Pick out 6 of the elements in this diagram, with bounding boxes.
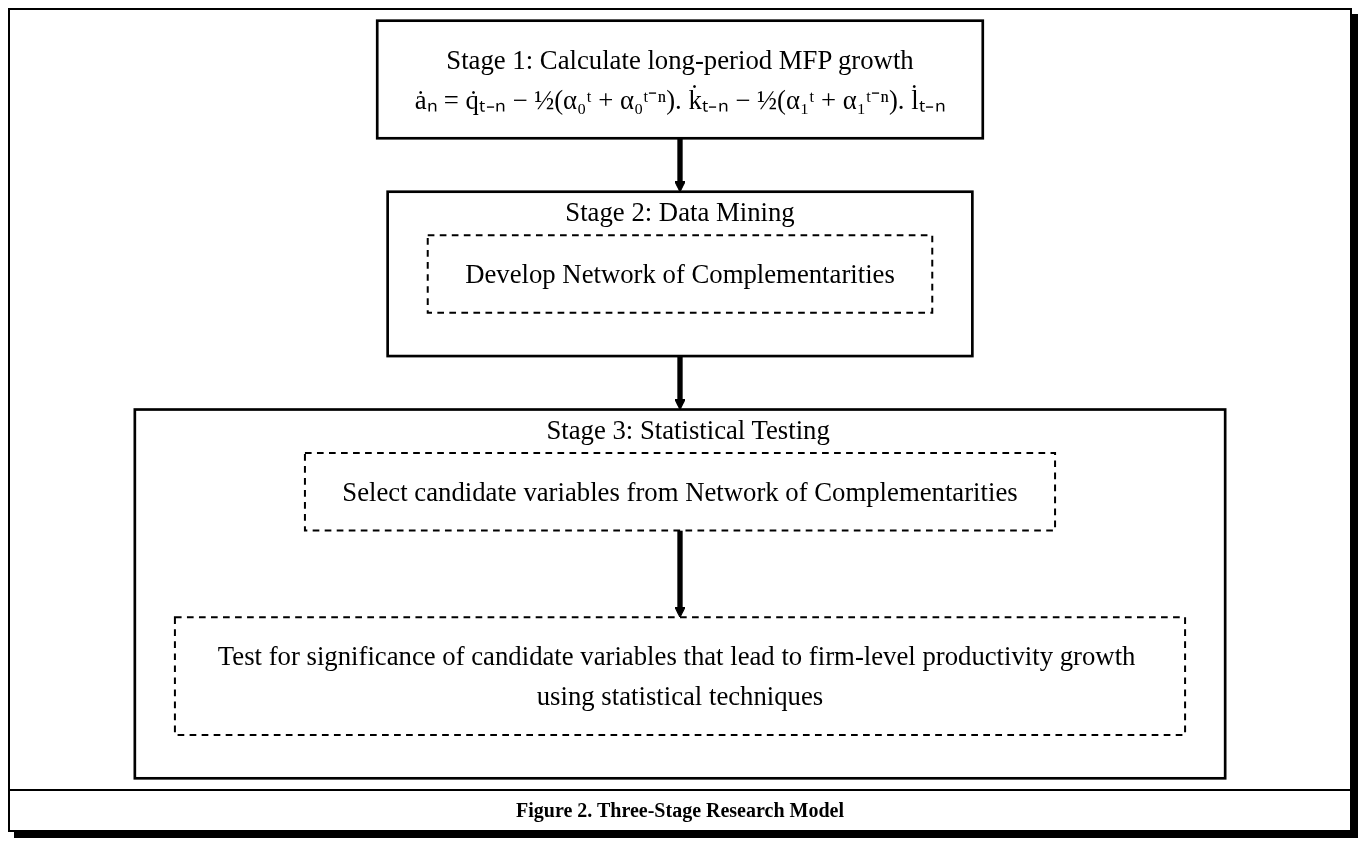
node-box: Test for significance of candidate variables that lead to firm-level productivity growth using statistical techniques	[173, 616, 1187, 736]
node-box: Develop Network of Complementarities	[426, 234, 934, 314]
node-box: Stage 1: Calculate long-period MFP growth ȧₙ = q̇ₜ₋ₙ − ½(α₀ᵗ + α₀ᵗ⁻ⁿ). k̇ₜ₋ₙ − ½(α₁ᵗ + α₁ᵗ⁻ⁿ). l̇ₜ₋ₙ	[375, 19, 985, 140]
arrow	[674, 530, 686, 618]
node-box: Select candidate variables from Network of Complementarities	[303, 451, 1057, 532]
figure-caption: Figure 2. Three-Stage Research Model	[10, 789, 1350, 830]
